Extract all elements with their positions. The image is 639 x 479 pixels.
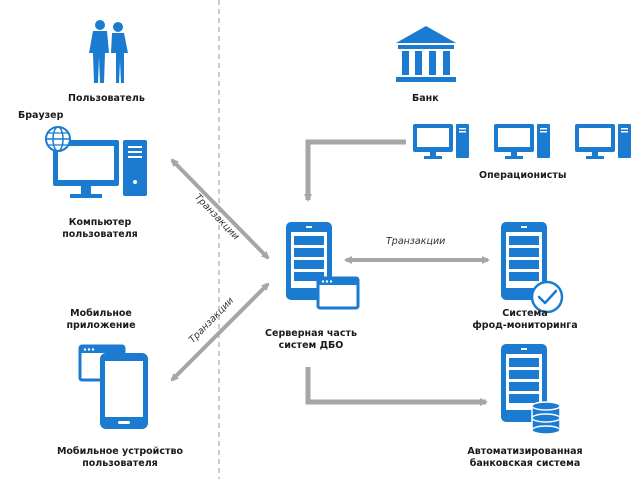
operator-workstation-icon <box>575 124 631 159</box>
edge-label-server-fraud: Транзакции <box>386 236 446 247</box>
user-label: Пользователь <box>68 93 145 104</box>
fraud-label-line1: Система <box>502 308 548 319</box>
checkmark-icon <box>530 280 564 314</box>
mobile-device-label: Мобильное устройство пользователя <box>50 446 190 470</box>
fraud-label: Система фрод-мониторинга <box>470 308 580 332</box>
database-icon <box>531 401 561 435</box>
computer-label-line2: пользователя <box>62 229 138 240</box>
bank-icon <box>396 26 456 82</box>
browser-label: Браузер <box>18 110 64 121</box>
computer-label-line1: Компьютер <box>68 217 132 228</box>
fraud-monitoring-icon <box>501 222 547 300</box>
arrow-server-abs <box>305 367 488 406</box>
abs-label-line2: банковская система <box>469 458 581 469</box>
bank-label: Банк <box>412 93 439 104</box>
server-label: Серверная часть систем ДБО <box>256 328 366 352</box>
computer-label: Компьютер пользователя <box>56 217 144 241</box>
mobile-device-label-line1: Мобильное устройство <box>56 446 184 457</box>
abs-label-line1: Автоматизированная <box>467 446 583 457</box>
abs-label: Автоматизированная банковская система <box>460 446 590 470</box>
dbo-server-icon <box>286 222 360 310</box>
operator-workstation-icon <box>413 124 469 159</box>
mobile-device-label-line2: пользователя <box>82 458 158 469</box>
arrow-computer-server <box>170 158 270 260</box>
operators-label: Операционисты <box>479 170 567 181</box>
operator-workstation-icon <box>494 124 550 159</box>
arrow-mobile-server <box>170 282 270 382</box>
fraud-label-line2: фрод-мониторинга <box>472 320 578 331</box>
server-label-line1: Серверная часть <box>265 328 357 339</box>
globe-icon <box>45 126 71 152</box>
mobile-app-label: Мобильное приложение <box>56 308 146 332</box>
computer-icon <box>53 140 147 198</box>
abs-server-icon <box>501 344 547 422</box>
users-icon <box>89 20 128 83</box>
mobile-app-label-line1: Мобильное <box>70 308 132 319</box>
smartphone-icon <box>100 353 148 429</box>
arrow-operators-server <box>304 139 406 202</box>
server-label-line2: систем ДБО <box>278 340 344 351</box>
mobile-app-label-line2: приложение <box>66 320 136 331</box>
